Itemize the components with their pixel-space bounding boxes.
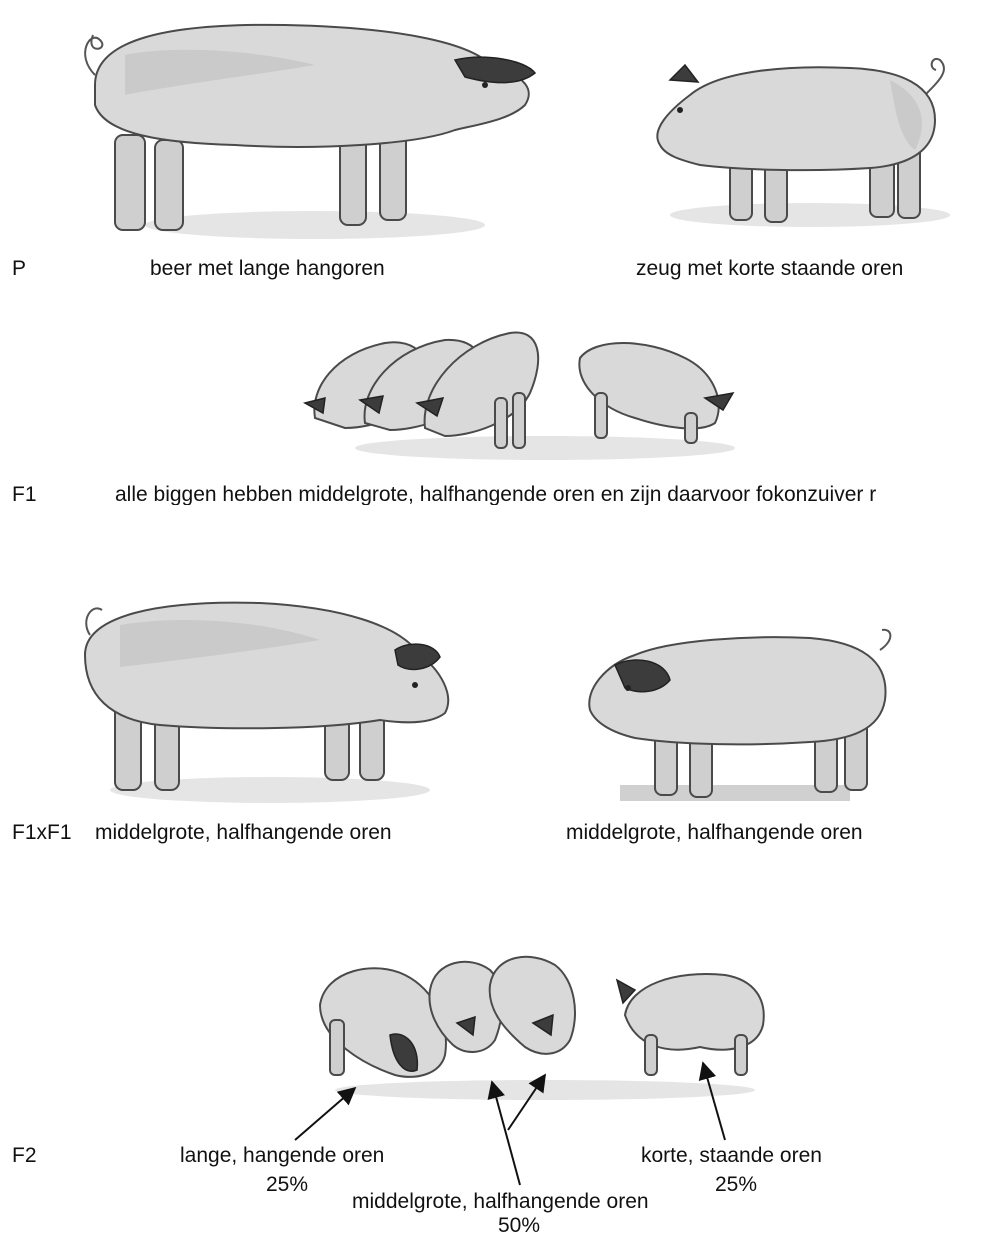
arrow-medium-ears-2: [508, 1075, 545, 1130]
f2-short-ears-percentage: 25%: [715, 1174, 757, 1195]
arrow-medium-ears-1: [492, 1082, 520, 1185]
arrow-short-ears: [703, 1063, 725, 1140]
generation-label-f2: F2: [12, 1145, 37, 1166]
f2-long-ears-label: lange, hangende oren: [180, 1145, 384, 1166]
f2-medium-ears-percentage: 50%: [498, 1215, 540, 1236]
arrow-long-ears: [295, 1088, 355, 1140]
f2-medium-ears-label: middelgrote, halfhangende oren: [352, 1191, 649, 1212]
f2-short-ears-label: korte, staande oren: [641, 1145, 822, 1166]
f2-long-ears-percentage: 25%: [266, 1174, 308, 1195]
